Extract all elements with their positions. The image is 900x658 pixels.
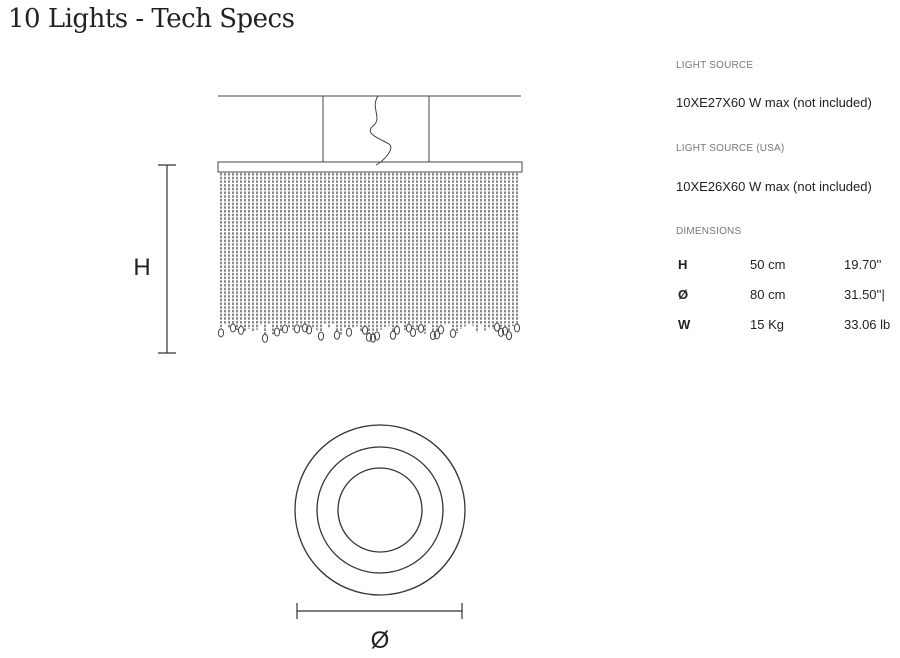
crystal-drop (333, 330, 341, 340)
crystal-drop (513, 323, 521, 333)
crystal-drop (305, 325, 313, 335)
light-source-label: LIGHT SOURCE (676, 60, 754, 71)
dimension-imperial: 19.70'' (844, 257, 882, 272)
canopy (322, 95, 430, 163)
dimension-symbol: W (678, 317, 691, 332)
dimension-metric: 50 cm (750, 257, 786, 272)
crystal-drop (317, 331, 325, 341)
crystal-drop (261, 333, 269, 343)
light-source-value: 10XE27X60 W max (not included) (676, 95, 872, 110)
crystal-drop (229, 323, 237, 333)
crystal-drop (449, 328, 457, 338)
page-title: 10 Lights - Tech Specs (8, 4, 295, 34)
diameter-symbol: Ø (371, 627, 390, 654)
crystal-drop (369, 333, 377, 343)
crystal-drop (393, 325, 401, 335)
crystal-drop (493, 322, 501, 332)
crystal-drop (429, 330, 437, 340)
crystal-drop (293, 324, 301, 334)
crystal-drop (273, 327, 281, 337)
plan-outer-circle (294, 424, 466, 596)
dimension-symbol: Ø (678, 287, 689, 302)
crystal-drop (365, 332, 373, 342)
crystal-drop (281, 324, 289, 334)
crystal-chains (217, 173, 521, 343)
crystal-drop (361, 325, 369, 335)
crystal-drop (373, 331, 381, 341)
dimension-symbol: H (678, 257, 688, 272)
dimension-imperial: 31.50''| (844, 287, 885, 302)
crystal-drop (389, 330, 397, 340)
crystal-drop (409, 327, 417, 337)
dimension-imperial: 33.06 lb (844, 317, 891, 332)
crystal-drop (497, 327, 505, 337)
crystal-drop (505, 331, 513, 341)
crystal-drop (237, 325, 245, 335)
plan-middle-circle (316, 446, 444, 574)
crystal-drop (301, 323, 309, 333)
dimension-metric: 15 Kg (750, 317, 784, 332)
crystal-drop (433, 330, 441, 340)
light-source-usa-value: 10XE26X60 W max (not included) (676, 179, 872, 194)
crystal-drop (217, 328, 225, 338)
crystal-drop (501, 326, 509, 336)
light-source-usa-label: LIGHT SOURCE (USA) (676, 143, 785, 154)
dimensions-label: DIMENSIONS (676, 226, 742, 237)
tech-drawing: H Ø (133, 95, 523, 654)
crystal-drop (417, 324, 425, 334)
dimension-metric: 80 cm (750, 287, 786, 302)
power-cable (369, 95, 392, 166)
crystal-drop (345, 327, 353, 337)
plan-inner-circle (337, 467, 423, 553)
frame-bar (217, 161, 523, 173)
height-symbol: H (133, 254, 150, 281)
crystal-drop (437, 325, 445, 335)
crystal-drop (405, 323, 413, 333)
